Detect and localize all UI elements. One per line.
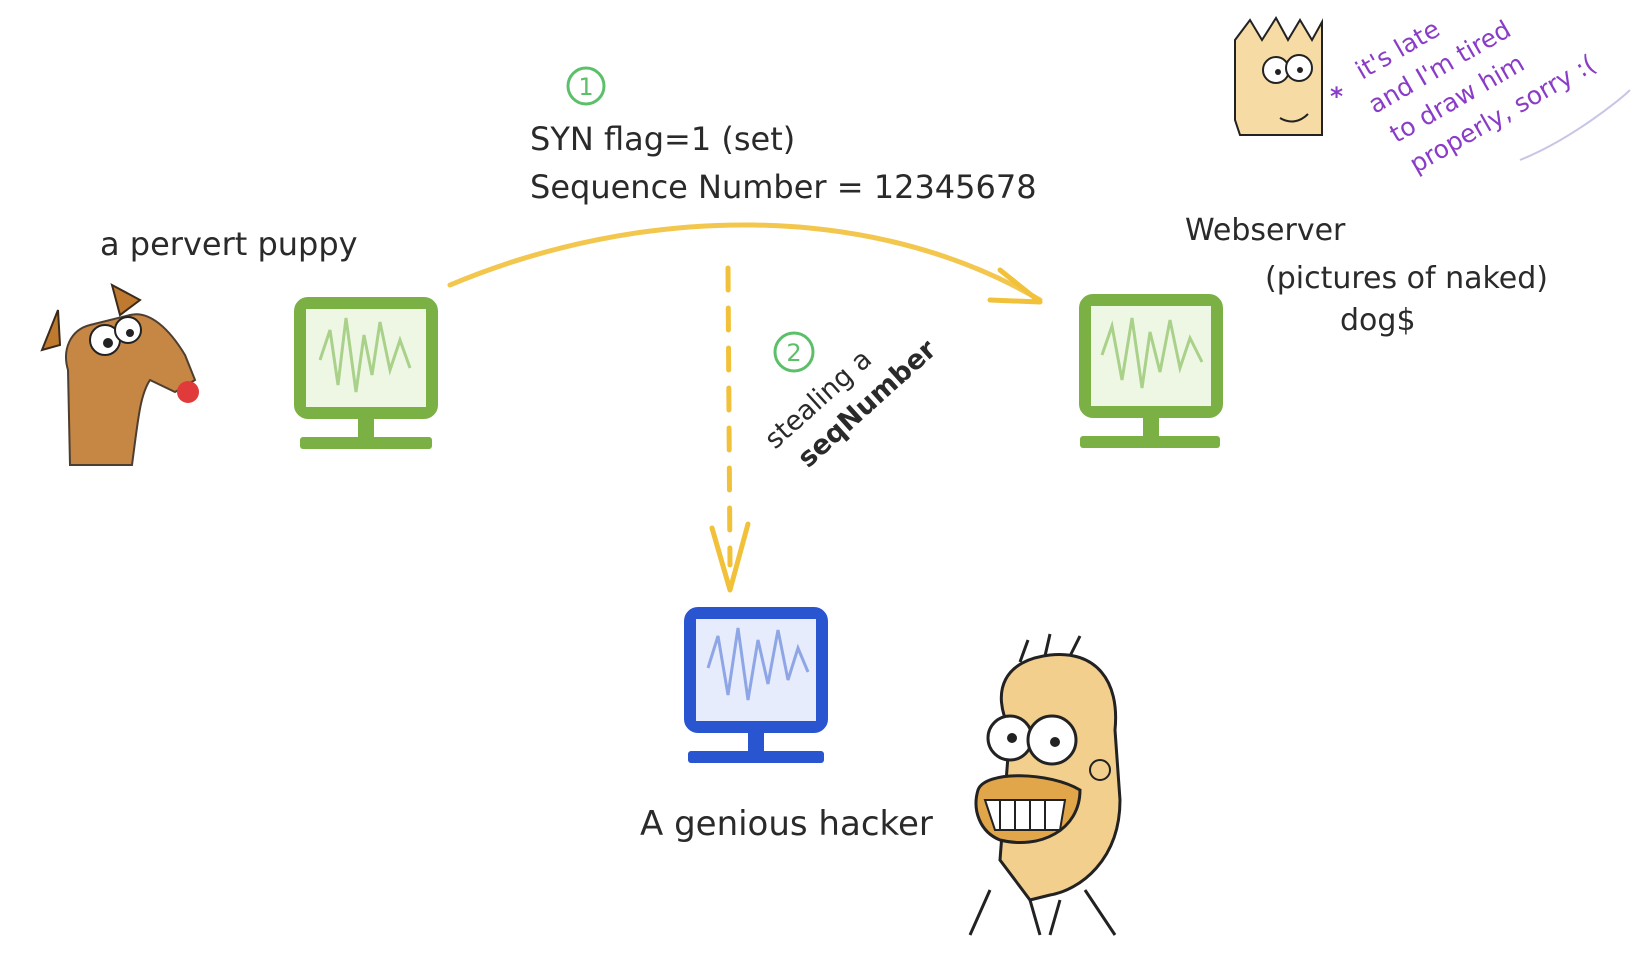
puppy-nose <box>177 381 199 403</box>
side-note-asterisk: * <box>1330 82 1343 111</box>
puppy-drawing <box>40 283 199 466</box>
syn-arrow <box>447 222 1043 305</box>
step-2: 2 stealing a seqNumber <box>759 331 943 474</box>
webserver-sublabel-2: dog$ <box>1340 303 1416 338</box>
sniff-arrow <box>709 265 751 593</box>
webserver-computer <box>1079 294 1223 448</box>
puppy-computer <box>294 297 438 449</box>
sketch-head <box>1234 16 1323 136</box>
step-1-number: 1 <box>578 73 593 101</box>
step-1-line-1: SYN flag=1 (set) <box>530 120 795 158</box>
webserver-sublabel-1: (pictures of naked) <box>1265 261 1548 296</box>
hacker-computer <box>684 607 828 763</box>
step-2-number: 2 <box>786 339 801 367</box>
webserver-label: Webserver <box>1185 213 1346 248</box>
hacker-label: A genious hacker <box>640 804 933 844</box>
step-1-line-2: Sequence Number = 12345678 <box>530 168 1037 206</box>
step-2-circle <box>773 331 815 373</box>
hacker-drawing <box>968 633 1122 936</box>
step-1: 1 SYN flag=1 (set) Sequence Number = 123… <box>530 66 1037 206</box>
step-1-circle <box>566 66 606 106</box>
side-note: * it's late and I'm tired to draw him pr… <box>1330 14 1631 179</box>
puppy-label: a pervert puppy <box>100 225 358 263</box>
